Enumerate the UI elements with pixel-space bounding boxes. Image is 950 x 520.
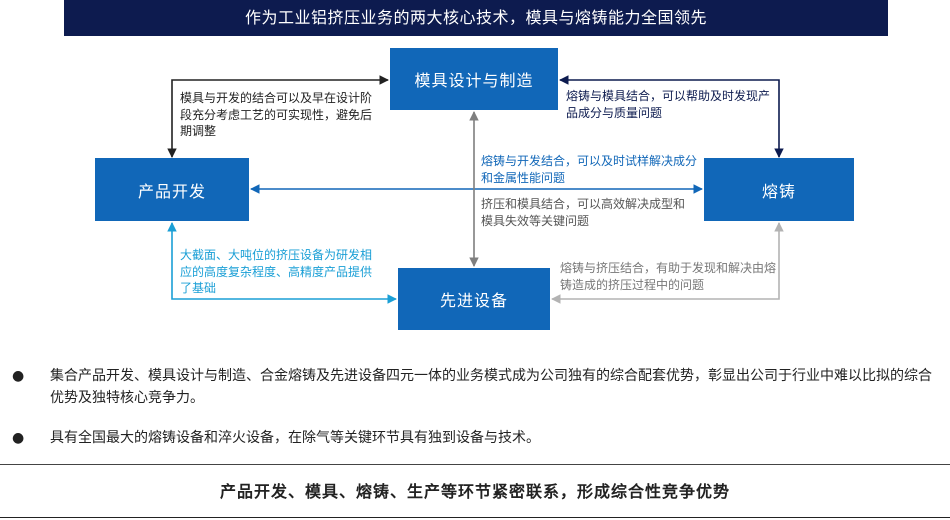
node-advanced-equipment-label: 先进设备: [439, 291, 508, 310]
note-mold-equipment: 挤压和模具结合，可以高效解决成型和模具失效等关键问题: [481, 197, 686, 228]
header-banner: 作为工业铝挤压业务的两大核心技术，模具与熔铸能力全国领先: [64, 0, 888, 36]
bullet-dot-icon: ●: [12, 368, 25, 384]
bullet-dot-icon: ●: [12, 430, 25, 446]
arrow-product-mold: [167, 75, 389, 158]
bullet-item: ● 集合产品开发、模具设计与制造、合金熔铸及先进设备四元一体的业务模式成为公司独…: [12, 365, 940, 413]
arrow-product-equipment: [167, 222, 397, 304]
note-casting-equipment: 熔铸与挤压结合，有助于发现和解决由熔铸造成的挤压过程中的问题: [560, 261, 777, 292]
node-product-development: 产品开发: [95, 158, 249, 221]
node-mold-design-label: 模具设计与制造: [414, 71, 534, 90]
note-casting-mold: 熔铸与模具结合，可以帮助及时发现产品成分与质量问题: [566, 89, 771, 120]
footer-summary: 产品开发、模具、熔铸、生产等环节紧密联系，形成综合性竞争优势: [219, 482, 730, 501]
bullet-text: 集合产品开发、模具设计与制造、合金熔铸及先进设备四元一体的业务模式成为公司独有的…: [50, 368, 932, 406]
arrow-casting-equipment: [551, 222, 784, 304]
node-casting: 熔铸: [704, 158, 854, 221]
header-title: 作为工业铝挤压业务的两大核心技术，模具与熔铸能力全国领先: [244, 8, 707, 27]
note-product-casting: 熔铸与开发结合，可以及时试样解决成分和金属性能问题: [481, 154, 698, 185]
bullet-text: 具有全国最大的熔铸设备和淬火设备，在除气等关键环节具有独到设备与技术。: [50, 430, 540, 446]
node-mold-design: 模具设计与制造: [390, 48, 558, 110]
node-advanced-equipment: 先进设备: [398, 268, 550, 330]
node-product-development-label: 产品开发: [137, 181, 206, 201]
bullet-item: ● 具有全国最大的熔铸设备和淬火设备，在除气等关键环节具有独到设备与技术。: [12, 427, 940, 451]
note-product-equipment: 大截面、大吨位的挤压设备为研发相应的高度复杂程度、高精度产品提供了基础: [180, 248, 373, 295]
arrow-casting-mold: [559, 75, 784, 158]
node-casting-label: 熔铸: [761, 181, 796, 201]
footer-bottom-divider: [0, 517, 950, 518]
footer-top-divider: [0, 464, 950, 465]
note-product-mold: 模具与开发的结合可以及早在设计阶段充分考虑工艺的可实现性，避免后期调整: [180, 91, 373, 138]
